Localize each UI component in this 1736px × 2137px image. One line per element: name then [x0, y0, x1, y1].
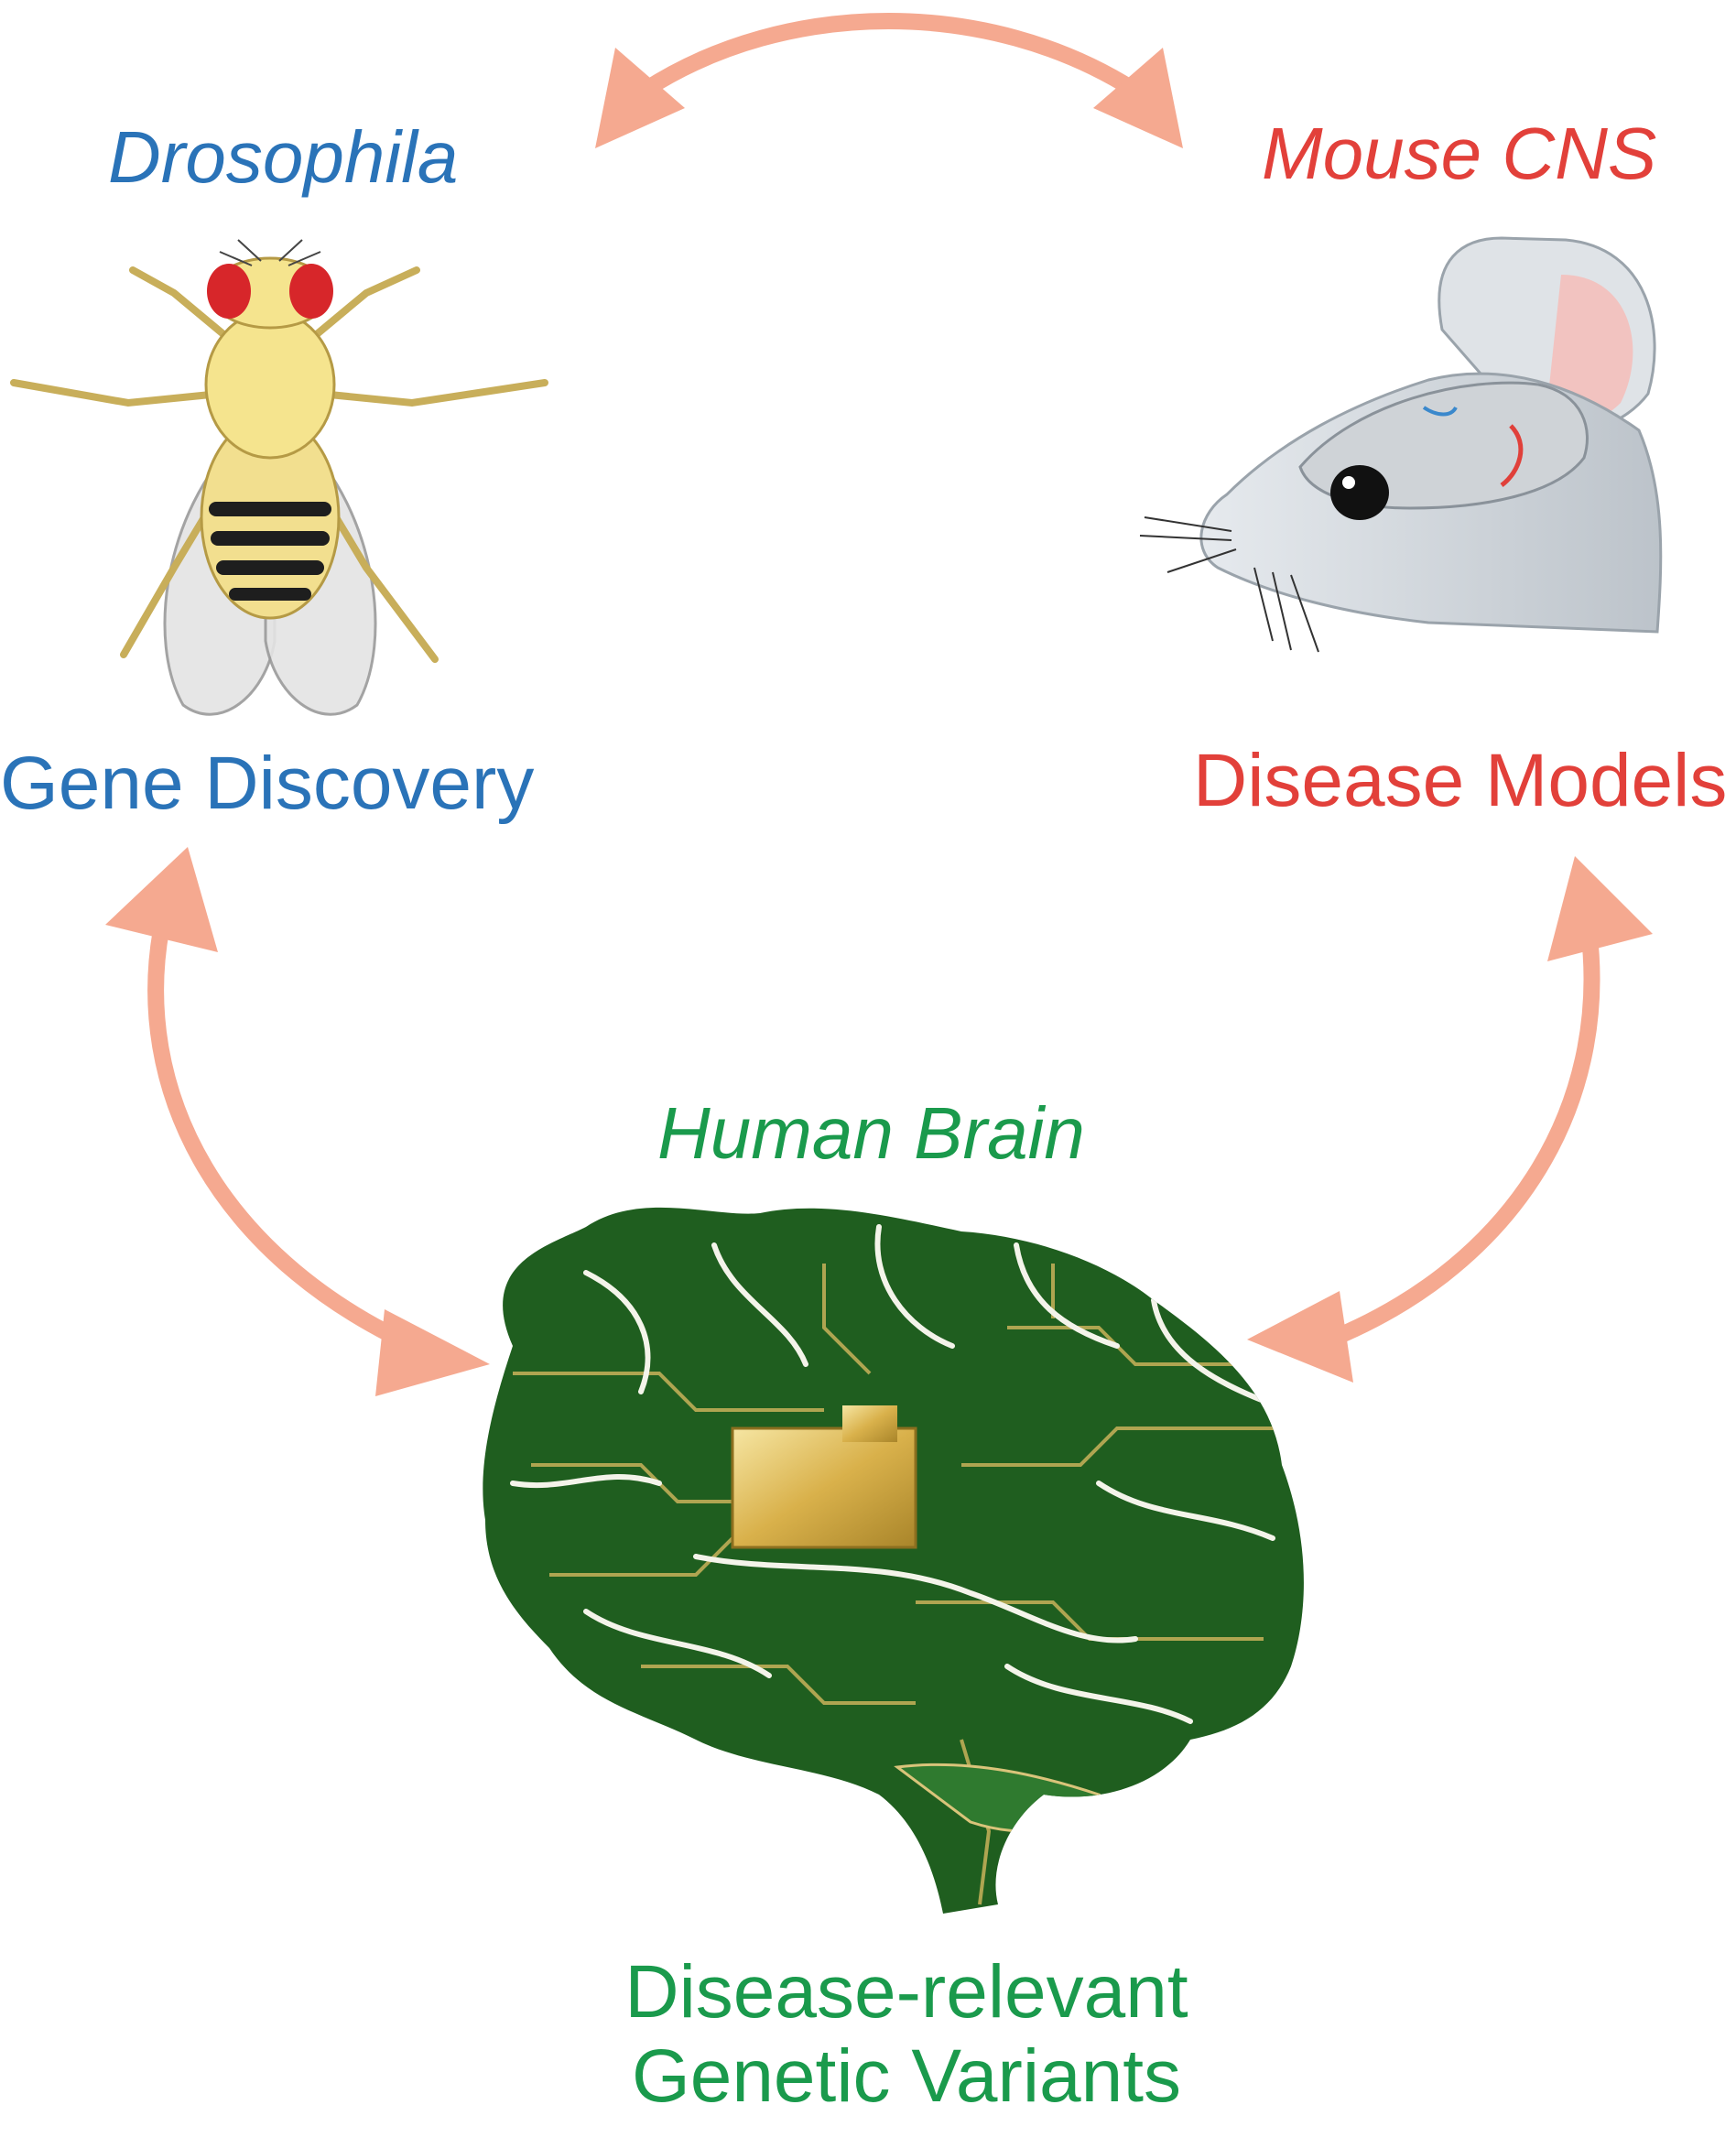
- fruit-fly-illustration: [10, 239, 548, 716]
- arrow-fly-brain: [105, 847, 490, 1396]
- mouse-head-illustration: [1139, 236, 1663, 653]
- caption-line-1: Disease-relevant: [624, 1950, 1188, 2034]
- arrow-fly-mouse-head-right: [1093, 48, 1183, 148]
- mouse-cns-title: Mouse CNS: [1262, 113, 1657, 194]
- arrow-fly-brain-shaft: [147, 912, 439, 1361]
- genetic-variants-caption: Disease-relevant Genetic Variants: [568, 1950, 1245, 2119]
- arrow-mouse-brain-head-bottom: [1247, 1291, 1353, 1383]
- circuit-brain-illustration: [483, 1207, 1304, 1914]
- gene-discovery-caption: Gene Discovery: [0, 742, 535, 825]
- drosophila-title: Drosophila: [108, 116, 459, 198]
- arrow-fly-mouse-head-left: [595, 48, 685, 148]
- caption-line-2: Genetic Variants: [631, 2034, 1182, 2118]
- arrow-mouse-brain: [1247, 856, 1653, 1383]
- disease-models-caption: Disease Models: [1193, 739, 1728, 822]
- arrow-fly-brain-head-bottom: [375, 1309, 490, 1396]
- arrow-fly-mouse: [595, 13, 1183, 148]
- arrow-mouse-brain-shaft: [1306, 921, 1600, 1354]
- brain-chip: [731, 1426, 917, 1549]
- human-brain-title: Human Brain: [657, 1092, 1085, 1174]
- arrow-fly-brain-head-top: [105, 847, 218, 952]
- arrow-fly-mouse-shaft: [637, 13, 1142, 98]
- arrow-mouse-brain-head-top: [1547, 856, 1653, 961]
